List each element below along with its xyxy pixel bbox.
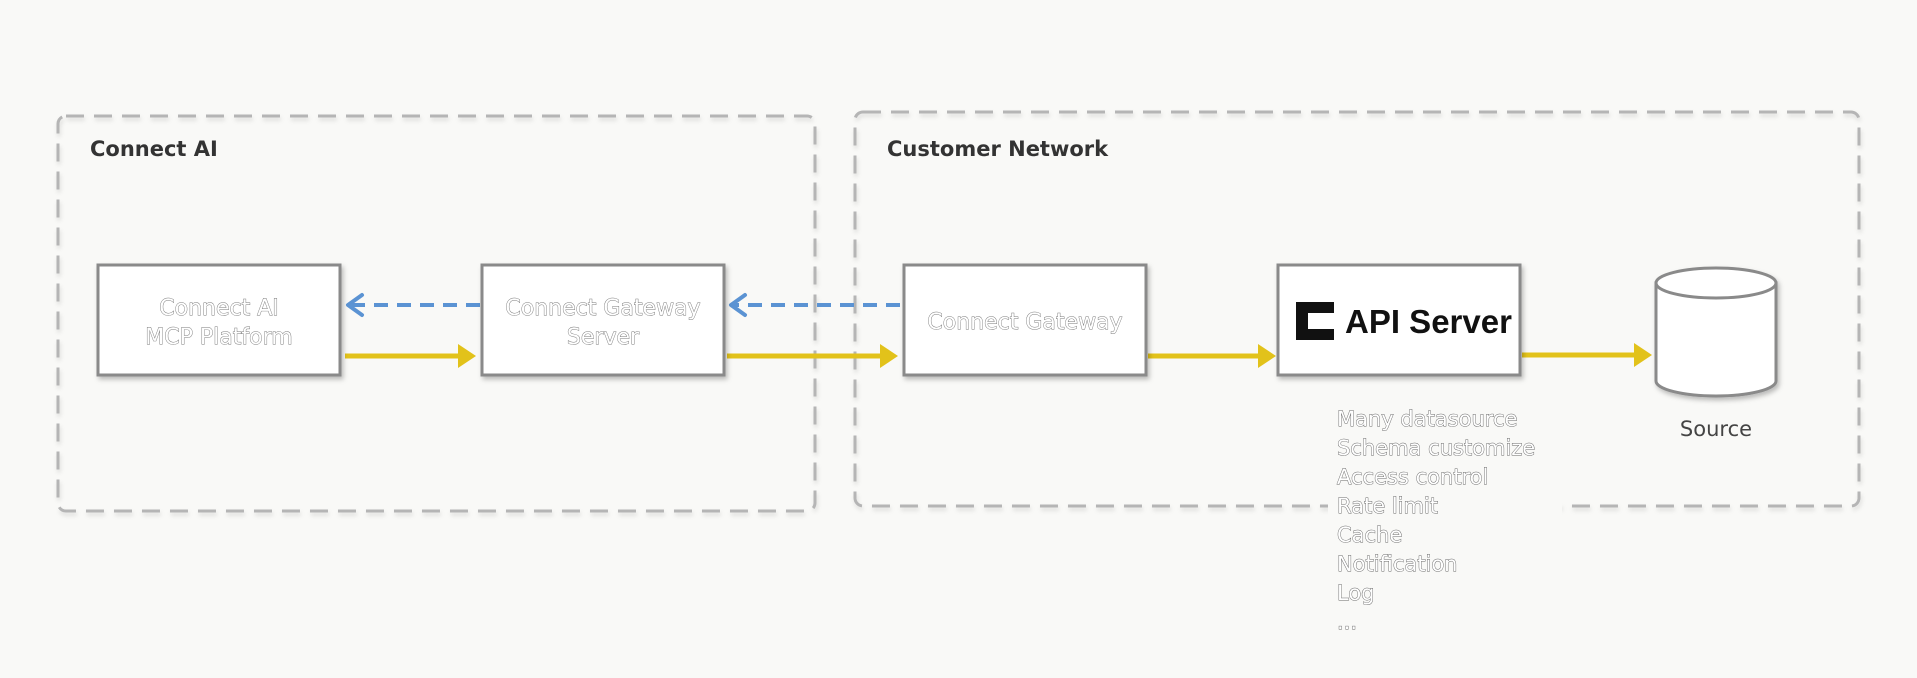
node-api-server-box — [1276, 263, 1522, 377]
response-arrowhead-server-to-platform — [346, 293, 364, 317]
api-server-feature-list-backdrop — [1328, 496, 1562, 634]
api-server-feature-item: Cache — [1337, 523, 1402, 547]
node-gateway-box — [902, 263, 1148, 377]
node-source-label: Source — [1680, 417, 1752, 441]
request-arrows — [345, 343, 1652, 368]
response-arrowhead-gateway-to-server — [729, 293, 747, 317]
request-arrowhead-api-to-source — [1634, 343, 1652, 367]
node-gateway-server-box — [480, 263, 726, 377]
api-server-feature-item: Log — [1337, 581, 1375, 605]
node-mcp-platform-box — [96, 263, 342, 377]
request-arrowhead-server-to-gateway — [880, 344, 898, 368]
node-gateway-server-label-line-2: Server — [567, 325, 640, 350]
api-server-feature-item: Schema customize — [1337, 436, 1535, 460]
node-source: Source — [1654, 266, 1778, 441]
zone-connect-ai-border — [56, 114, 817, 513]
c-bracket-logo-icon — [1296, 302, 1334, 340]
api-server-feature-item: Many datasource — [1337, 407, 1517, 431]
request-arrowhead-platform-to-server — [458, 344, 476, 368]
zone-connect-ai: Connect AI — [56, 114, 817, 513]
node-api-server: API Server — [1276, 263, 1522, 377]
node-mcp-platform-label-line-2: MCP Platform — [145, 325, 292, 350]
node-mcp-platform-label-line-1: Connect AI — [159, 296, 279, 321]
node-mcp-platform: Connect AI MCP Platform — [96, 263, 342, 377]
request-arrowhead-gateway-to-api — [1258, 344, 1276, 368]
api-server-feature-item: Rate limit — [1337, 494, 1438, 518]
api-server-feature-item: Access control — [1337, 465, 1488, 489]
api-server-feature-item: ... — [1337, 610, 1357, 634]
database-cylinder-icon — [1654, 266, 1778, 398]
response-arrows — [346, 293, 900, 317]
node-gateway: Connect Gateway — [902, 263, 1148, 377]
zone-connect-ai-title: Connect AI — [90, 137, 218, 161]
zone-customer-network-title: Customer Network — [887, 137, 1109, 161]
node-api-server-label: API Server — [1345, 303, 1512, 340]
node-gateway-label: Connect Gateway — [927, 310, 1122, 335]
node-gateway-server-label-line-1: Connect Gateway — [505, 296, 700, 321]
api-server-feature-item: Notification — [1337, 552, 1458, 576]
node-gateway-server: Connect Gateway Server — [480, 263, 726, 377]
